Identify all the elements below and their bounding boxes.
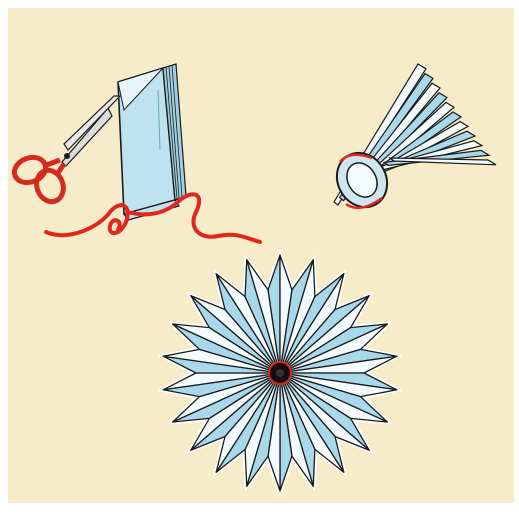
step-1-cutting	[11, 64, 260, 242]
scissors-icon	[11, 96, 120, 205]
folded-paper-stack	[118, 64, 186, 220]
step-3-paper-rosette	[157, 249, 402, 497]
step-2-gathered-pleats	[327, 64, 496, 216]
